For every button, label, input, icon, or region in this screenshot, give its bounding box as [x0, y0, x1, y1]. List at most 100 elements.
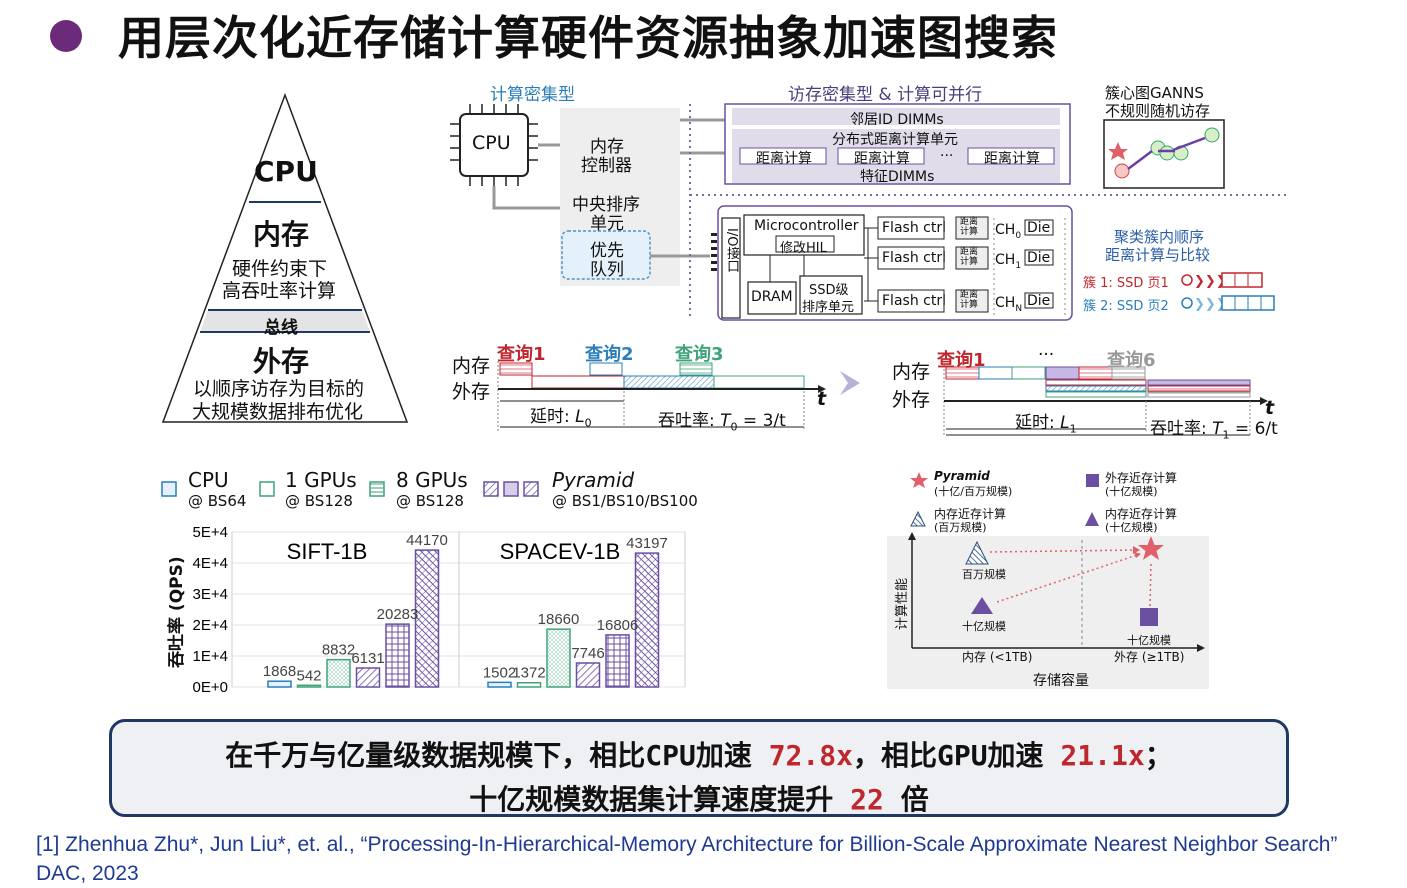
- scatter-legend-ext: 外存近存计算: [1105, 471, 1178, 485]
- pyramid-bus: 总线: [264, 318, 298, 338]
- ssd-sort-label2: 排序单元: [802, 300, 855, 315]
- dist-unit-label: 分布式距离计算单元: [832, 132, 958, 148]
- cluster1-page: 簇 1: SSD 页1: [1083, 276, 1169, 291]
- scatter-xlabel: 存储容量: [1033, 673, 1089, 689]
- summary-box: 在千万与亿量级数据规模下，相比CPU加速 72.8x，相比GPU加速 21.1x…: [109, 719, 1289, 817]
- flash-ctrl-0: Flash ctrl: [882, 220, 946, 236]
- bar-value-label: 16806: [597, 617, 639, 634]
- flash-ctrl-1: Flash ctrl: [882, 250, 946, 266]
- bar-group-title: SPACEV-1B: [500, 539, 621, 564]
- architecture-diagram: ❯❯❯ ❯❯❯: [450, 103, 1290, 321]
- tl-left-mem: 内存: [452, 355, 491, 377]
- scatter-xtick-ext: 外存 (≥1TB): [1114, 650, 1185, 664]
- legend-gpu1-sub: @ BS128: [285, 492, 353, 510]
- dist-small-0: 距离计算: [960, 217, 979, 237]
- legend-gpu8: 8 GPUs: [396, 468, 468, 492]
- tl-right-mem: 内存: [892, 361, 931, 383]
- tl-q1: 查询1: [497, 344, 546, 365]
- scatter-legend-pyramid-sub: (十亿/百万规模): [934, 485, 1013, 498]
- bar-value-label: 1868: [263, 663, 296, 680]
- channel-1: CH1: [995, 252, 1022, 271]
- bar-group-title: SIFT-1B: [287, 539, 368, 564]
- ganns-label1: 簇心图GANNS: [1105, 84, 1204, 102]
- page-title: 用层次化近存储计算硬件资源抽象加速图搜索: [118, 11, 1058, 65]
- pyramid-ext: 外存: [253, 345, 310, 378]
- scatter-legend-mem-b-sub: (十亿规模): [1105, 521, 1158, 534]
- legend-cpu: CPU: [188, 468, 229, 492]
- mem-ctrl-label1: 内存: [590, 137, 624, 157]
- dist-calc-3: 距离计算: [984, 151, 1040, 167]
- scatter-legend-mem-b: 内存近存计算: [1105, 507, 1178, 521]
- bar-ytick-label: 2E+4: [193, 617, 228, 634]
- scatter-point-billion-ext: 十亿规模: [1127, 634, 1171, 647]
- bar-mark: [414, 549, 440, 688]
- legend-gpu1: 1 GPUs: [285, 468, 357, 492]
- tl-throughput0: 吞吐率: T0 = 3/t: [658, 411, 786, 434]
- bar-value-label: 542: [296, 667, 321, 684]
- bar-value-label: 7746: [571, 645, 604, 662]
- scatter-legend-ext-sub: (十亿规模): [1105, 485, 1158, 498]
- bar-ytick-label: 0E+0: [193, 679, 228, 696]
- scatter-point-billion-mem: 十亿规模: [962, 620, 1006, 633]
- bar-value-label: 20283: [377, 606, 419, 623]
- bar-value-label: 44170: [406, 532, 448, 549]
- bar-ytick-label: 1E+4: [193, 648, 228, 665]
- summary-line-2: 十亿规模数据集计算速度提升 22 倍: [469, 783, 929, 816]
- tl-right-dots: ···: [1038, 345, 1055, 365]
- die-0: Die: [1027, 220, 1051, 236]
- channel-0: CH0: [995, 222, 1022, 241]
- mem-ctrl-label2: 控制器: [581, 156, 632, 176]
- cluster-label1: 聚类簇内顺序: [1114, 228, 1205, 246]
- modify-hil-label: 修改HIL: [780, 241, 827, 256]
- reference-citation: [1] Zhenhua Zhu*, Jun Liu*, et. al., “Pr…: [36, 833, 1338, 885]
- feat-dimm-label: 特征DIMMs: [860, 169, 935, 185]
- bar-mark: [516, 681, 542, 688]
- mem-dense-label: 访存密集型 & 计算可并行: [788, 85, 983, 105]
- bar-value-label: 6131: [351, 650, 384, 667]
- bar-mark: [575, 662, 601, 688]
- bar-ytick-label: 5E+4: [193, 524, 228, 541]
- bar-value-label: 1502: [483, 664, 516, 681]
- hierarchy-pyramid: [161, 92, 409, 423]
- bar-mark: [326, 658, 351, 688]
- compute-dense-label: 计算密集型: [490, 85, 575, 105]
- pyramid-ext-desc1: 以顺序访存为目标的: [193, 378, 365, 400]
- bar-value-label: 1372: [512, 665, 545, 682]
- tl-right-q1: 查询1: [937, 350, 986, 371]
- dist-small-1: 距离计算: [960, 247, 979, 267]
- timeline-diagram: [497, 361, 1268, 437]
- cpu-chip-label: CPU: [472, 132, 511, 154]
- bar-ylabel: 吞吐率 (QPS): [167, 556, 187, 668]
- io-interface-label: I/O接口: [724, 228, 739, 273]
- bar-mark: [546, 628, 571, 688]
- tl-q2: 查询2: [585, 344, 634, 365]
- die-1: Die: [1027, 250, 1051, 266]
- bar-mark: [296, 684, 322, 688]
- bar-legend-swatches: [161, 481, 539, 497]
- flash-ctrl-n: Flash ctrl: [882, 293, 946, 309]
- scatter-xtick-mem: 内存 (<1TB): [962, 650, 1033, 664]
- dist-calc-ellipsis: ···: [940, 148, 954, 164]
- microcontroller-label: Microcontroller: [754, 218, 859, 234]
- scatter-legend-mem-m: 内存近存计算: [934, 507, 1007, 521]
- tl-latency1: 延时: L1: [1015, 413, 1077, 436]
- bar-mark: [385, 623, 410, 688]
- bar-mark: [487, 681, 512, 688]
- bar-mark: [355, 667, 381, 688]
- priority-queue-label2: 队列: [590, 260, 624, 280]
- bar-yticks: 0E+01E+42E+43E+44E+45E+4: [193, 524, 228, 696]
- bar-mark: [605, 634, 630, 688]
- bullet-dot: [50, 20, 82, 52]
- channel-n: CHN: [995, 295, 1023, 314]
- pyramid-cpu: CPU: [254, 155, 318, 188]
- pyramid-mem-desc1: 硬件约束下: [232, 258, 328, 280]
- tl-latency0: 延时: L0: [530, 407, 592, 430]
- bar-value-label: 18660: [538, 611, 580, 628]
- legend-pyramid-sub: @ BS1/BS10/BS100: [552, 492, 698, 510]
- scatter-ylabel: 计算性能: [895, 577, 910, 630]
- legend-pyramid: Pyramid: [552, 468, 635, 492]
- bar-mark: [267, 680, 292, 688]
- ganns-label2: 不规则随机访存: [1105, 102, 1211, 120]
- bar-ytick-label: 3E+4: [193, 586, 228, 603]
